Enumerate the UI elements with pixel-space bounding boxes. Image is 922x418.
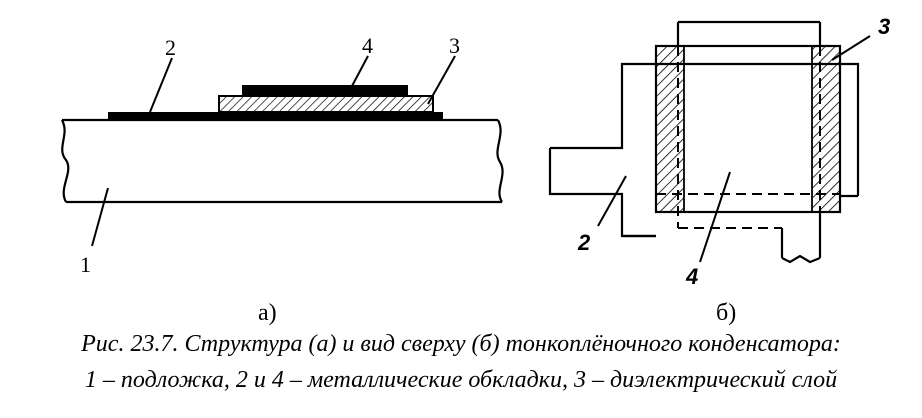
substrate — [60, 118, 504, 204]
callout-2-a: 2 — [165, 35, 176, 60]
dielectric-section — [218, 95, 434, 113]
leader-lines-b — [597, 35, 871, 263]
figure-caption-line-2: 1 – подложка, 2 и 4 – металлические обкл… — [84, 367, 838, 393]
cross-section-view: 2 4 3 1 а) — [60, 33, 504, 326]
top-view: 3 2 4 б) — [548, 14, 890, 326]
hidden-edges — [656, 46, 840, 229]
callout-1-a: 1 — [80, 252, 91, 277]
top-plate-top — [676, 20, 822, 264]
dielectric-top — [654, 44, 842, 214]
subfigure-label-b: б) — [716, 300, 736, 326]
callout-2-b: 2 — [577, 230, 591, 255]
callout-4-b: 4 — [685, 264, 698, 289]
bottom-plate-section — [108, 112, 443, 120]
figure-caption-line-1: Рис. 23.7. Структура (а) и вид сверху (б… — [81, 331, 841, 357]
callout-4-a: 4 — [362, 33, 373, 58]
callout-3-a: 3 — [449, 33, 460, 58]
subfigure-label-a: а) — [258, 300, 277, 326]
top-plate-section — [242, 85, 408, 96]
callout-3-b: 3 — [878, 14, 890, 39]
leader-lines-a — [91, 55, 456, 247]
